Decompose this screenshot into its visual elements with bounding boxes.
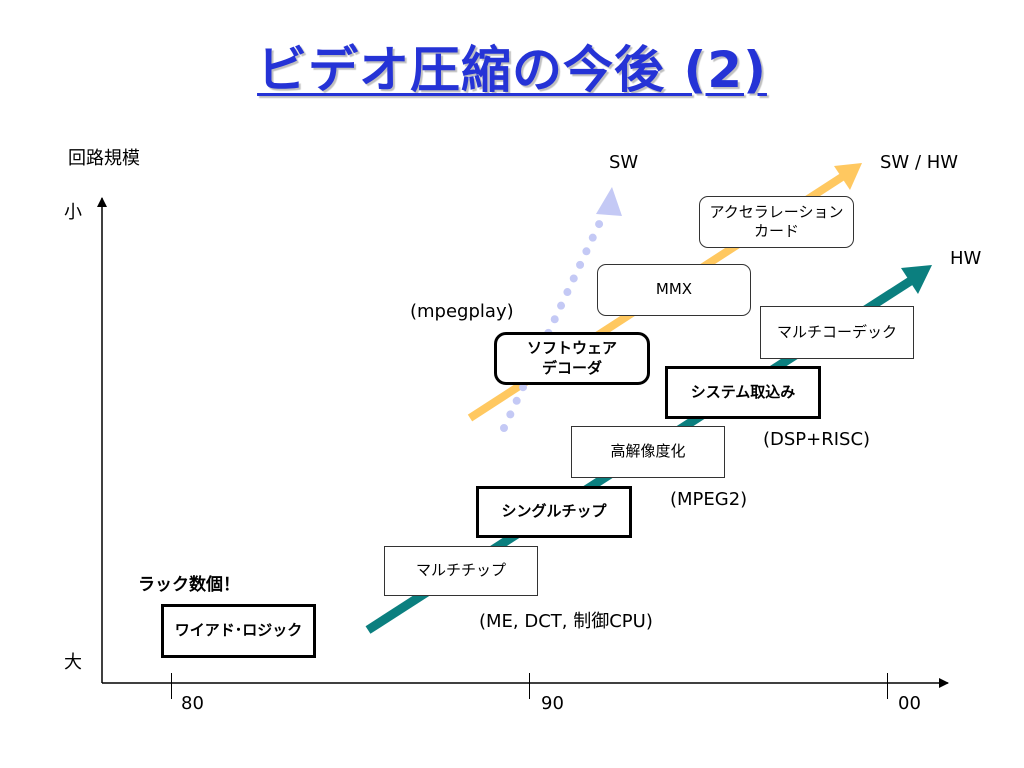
system-capture-label: システム取込み xyxy=(690,382,796,401)
multi-codec-box: マルチコーデック xyxy=(760,306,914,359)
single-chip-box: シングルチップ xyxy=(476,486,632,538)
mpegplay-annotation: (mpegplay) xyxy=(410,301,514,322)
multi-chip-box: マルチチップ xyxy=(384,546,538,596)
dsp-risc-annotation: (DSP+RISC) xyxy=(763,429,871,450)
software-decoder-label-line1: ソフトウェア xyxy=(526,339,617,357)
multi-chip-annotation: (ME, DCT, 制御CPU) xyxy=(479,611,653,632)
software-decoder-label-line2: デコーダ xyxy=(541,358,602,377)
high-resolution-box: 高解像度化 xyxy=(571,426,725,478)
software-decoder-box: ソフトウェア デコーダ xyxy=(494,332,650,385)
accelerator-card-box: アクセラレーション カード xyxy=(699,196,854,248)
sw-trend-arrow xyxy=(500,187,622,432)
sw-trend-label: SW xyxy=(609,152,639,173)
multi-codec-label: マルチコーデック xyxy=(776,322,897,341)
multi-chip-label: マルチチップ xyxy=(415,561,506,580)
hw-trend-label: HW xyxy=(950,248,982,269)
x-tick-mark-90 xyxy=(529,673,530,699)
mmx-label: MMX xyxy=(655,280,693,299)
x-tick-mark-80 xyxy=(171,673,172,699)
wired-logic-label: ワイアド･ロジック xyxy=(174,621,303,640)
mmx-box: MMX xyxy=(597,264,751,316)
page-title: ビデオ圧縮の今後 (2) xyxy=(257,41,767,99)
x-tick-label-90: 90 xyxy=(541,693,564,714)
y-axis-bottom-label: 大 xyxy=(64,652,82,673)
accelerator-card-label-line1: アクセラレーション xyxy=(709,202,844,221)
single-chip-label: シングルチップ xyxy=(501,502,607,521)
x-tick-mark-00 xyxy=(887,673,888,699)
rack-annotation: ラック数個！ xyxy=(138,575,240,595)
x-tick-label-00: 00 xyxy=(898,693,921,714)
x-tick-label-80: 80 xyxy=(181,693,204,714)
system-capture-box: システム取込み xyxy=(665,366,821,419)
high-resolution-label: 高解像度化 xyxy=(610,442,686,461)
mpeg2-annotation: (MPEG2) xyxy=(670,489,748,510)
y-axis-title: 回路規模 xyxy=(68,148,140,169)
y-axis-top-label: 小 xyxy=(64,202,82,223)
sw-hw-trend-label: SW / HW xyxy=(880,152,959,173)
accelerator-card-label-line2: カード xyxy=(753,222,799,240)
wired-logic-box: ワイアド･ロジック xyxy=(161,604,316,658)
